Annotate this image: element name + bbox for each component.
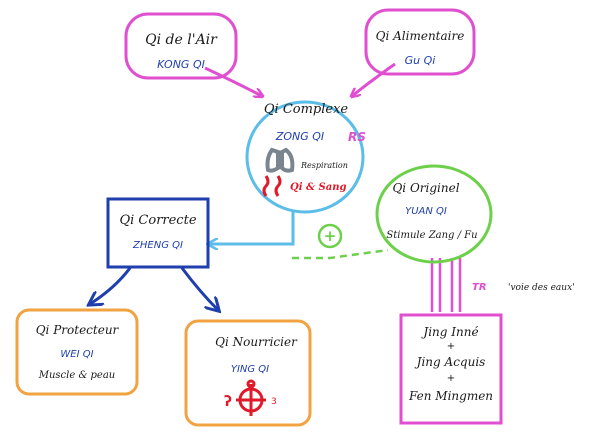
node-qi-air: Qi de l'Air KONG QI (124, 12, 238, 80)
jing-line3: Fen Mingmen (408, 389, 493, 403)
node-qi-complexe-extra: Qi & Sang (290, 182, 346, 193)
jing-plus1: + (447, 341, 455, 352)
node-qi-alimentaire-sub: Gu Qi (405, 54, 436, 67)
node-qi-nourricier: Qi Nourricier YING QI ʔ 3 (184, 319, 312, 427)
node-qi-protecteur-note: Muscle & peau (38, 370, 116, 381)
arrow-air-to-complexe (204, 66, 262, 96)
arrow-correcte-to-nourricier (180, 267, 218, 310)
node-qi-complexe-sub: ZONG QI (275, 130, 324, 143)
tr-label: TR (472, 282, 487, 293)
node-qi-protecteur-title: Qi Protecteur (36, 323, 120, 337)
node-qi-complexe-tag: RS (348, 130, 366, 144)
node-qi-alimentaire: Qi Alimentaire Gu Qi (364, 8, 476, 76)
node-qi-air-sub: KONG QI (157, 58, 205, 71)
node-qi-correcte-title: Qi Correcte (119, 213, 196, 228)
jing-plus2: + (447, 373, 455, 384)
arrow-complexe-to-correcte (208, 210, 295, 244)
jing-line1: Jing Inné (420, 325, 478, 339)
heart-left-mark: ʔ (224, 394, 232, 410)
node-qi-complexe-title: Qi Complexe (264, 102, 349, 117)
plus-circle-label: + (324, 227, 337, 245)
node-qi-correcte-sub: ZHENG QI (132, 240, 183, 251)
node-qi-complexe-note: Respiration (300, 161, 348, 170)
node-jing: Jing Inné + Jing Acquis + Fen Mingmen (399, 313, 503, 425)
node-qi-air-title: Qi de l'Air (145, 32, 218, 48)
node-qi-originel-note: Stimule Zang / Fu (386, 230, 477, 241)
plus-circle-icon: + (317, 223, 343, 249)
arrow-aliment-to-complexe (352, 62, 396, 96)
voie-des-eaux-label: 'voie des eaux' (508, 283, 575, 293)
node-qi-nourricier-sub: YING QI (231, 364, 269, 375)
heart-cross-icon (236, 379, 266, 416)
node-qi-alimentaire-title: Qi Alimentaire (376, 29, 465, 43)
node-qi-complexe: Qi Complexe ZONG QI RS Respiration Qi & … (245, 100, 366, 214)
heart-right-mark: 3 (271, 397, 277, 407)
dashed-originel-link (292, 248, 389, 260)
lungs-icon (265, 147, 295, 173)
blood-marks-icon (262, 175, 282, 197)
jing-line2: Jing Acquis (414, 355, 486, 369)
node-qi-originel-sub: YUAN QI (405, 206, 447, 217)
tr-pillars (430, 258, 462, 312)
node-qi-originel-title: Qi Originel (392, 181, 459, 195)
node-qi-correcte: Qi Correcte ZHENG QI (106, 197, 210, 269)
node-qi-protecteur-sub: WEI QI (60, 349, 93, 360)
node-qi-originel: Qi Originel YUAN QI Stimule Zang / Fu (375, 164, 493, 264)
node-qi-protecteur: Qi Protecteur WEI QI Muscle & peau (15, 308, 139, 396)
node-qi-nourricier-title: Qi Nourricier (215, 335, 298, 349)
arrow-correcte-to-protecteur (90, 267, 132, 304)
